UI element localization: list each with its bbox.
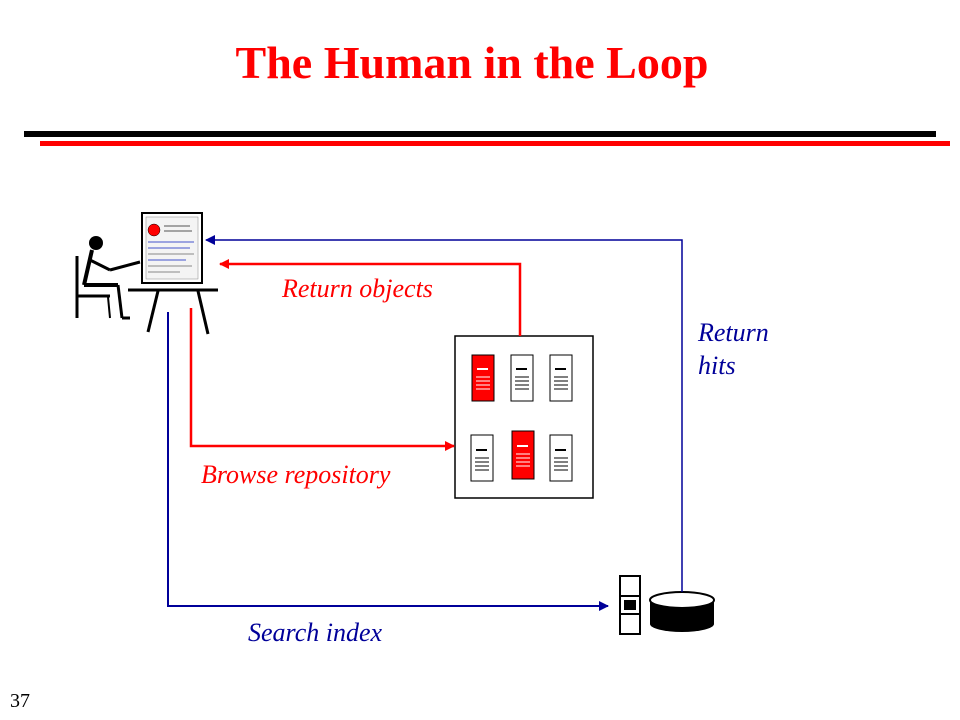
return-hits-label-line2: hits (698, 351, 736, 380)
return-objects-label: Return objects (282, 274, 433, 303)
document-icon (470, 434, 494, 482)
title-underline (24, 131, 950, 146)
page-number: 37 (10, 690, 30, 712)
return-hits-label: Return hits (698, 316, 769, 382)
document-icon (549, 434, 573, 482)
browse-repository-arrow (189, 308, 455, 451)
document-icon-red (511, 430, 535, 480)
document-repository-icon (454, 335, 594, 499)
user-at-computer-icon (75, 212, 218, 335)
return-hits-label-line1: Return (698, 318, 769, 347)
return-objects-arrow (219, 259, 522, 336)
slide-title: The Human in the Loop (235, 37, 709, 88)
document-icon (549, 354, 573, 402)
browse-repository-label: Browse repository (201, 460, 391, 489)
index-database-icon (619, 575, 715, 635)
search-index-label: Search index (248, 618, 383, 647)
document-icon-red (471, 354, 495, 402)
return-hits-arrow (205, 235, 683, 592)
search-index-arrow (167, 312, 609, 611)
document-icon (510, 354, 534, 402)
